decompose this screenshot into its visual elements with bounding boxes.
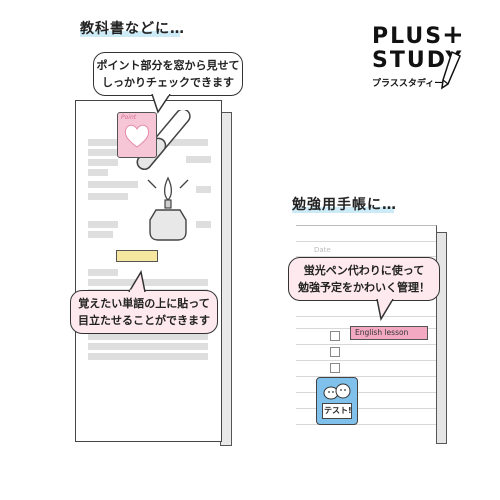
callout-line: 目立たせることができます bbox=[78, 314, 210, 327]
planner-line bbox=[296, 376, 436, 377]
text-line bbox=[88, 343, 208, 350]
text-line bbox=[88, 149, 128, 156]
text-line bbox=[186, 156, 211, 163]
planner-checkbox bbox=[330, 363, 340, 373]
text-line bbox=[88, 231, 113, 238]
planner-checkbox bbox=[330, 347, 340, 357]
text-line bbox=[88, 181, 138, 188]
callout-tail bbox=[151, 94, 171, 114]
callout-line: ポイント部分を窓から見せて bbox=[96, 59, 240, 72]
test-label: テスト! bbox=[324, 406, 352, 415]
planner-line bbox=[296, 392, 436, 393]
test-label-box: テスト! bbox=[322, 403, 352, 419]
cartoon-characters-icon bbox=[323, 383, 351, 400]
text-line bbox=[196, 221, 211, 228]
text-line bbox=[88, 279, 208, 286]
heading-highlight bbox=[80, 31, 180, 37]
callout-line: 蛍光ペン代わりに使って bbox=[303, 264, 425, 277]
callout-bubble-planner: 蛍光ペン代わりに使って 勉強予定をかわいく管理！ bbox=[288, 257, 440, 301]
section1-heading: 教科書などに… bbox=[80, 21, 185, 37]
callout-line: しっかりチェックできます bbox=[102, 76, 234, 89]
heart-window-icon bbox=[124, 124, 150, 148]
yellow-highlight-sticker bbox=[116, 250, 158, 262]
callout-tail bbox=[128, 270, 146, 292]
callout-line: 覚えたい単語の上に貼って bbox=[78, 297, 210, 310]
planner-line bbox=[296, 241, 436, 242]
section2-heading: 勉強用手帳に… bbox=[292, 197, 397, 213]
text-line bbox=[88, 169, 108, 176]
planner-line bbox=[296, 316, 436, 317]
logo-plus: PLUS bbox=[372, 24, 444, 49]
sticker-label: Point bbox=[121, 114, 137, 121]
test-sticker: テスト! bbox=[316, 377, 358, 425]
text-line bbox=[88, 353, 208, 360]
text-line bbox=[88, 159, 118, 166]
plus-study-logo: PLUS + STUDY プラススタディー bbox=[372, 20, 464, 104]
planner-line bbox=[296, 408, 436, 409]
planner-line bbox=[296, 344, 436, 345]
callout-bubble-window: ポイント部分を窓から見せて しっかりチェックできます bbox=[93, 52, 243, 96]
text-line bbox=[196, 186, 211, 193]
text-line bbox=[88, 193, 128, 200]
pink-window-sticker: Point bbox=[117, 112, 157, 158]
date-label: Date bbox=[314, 246, 331, 254]
planner-checkbox bbox=[330, 331, 340, 341]
text-line bbox=[88, 333, 208, 340]
callout-line: 勉強予定をかわいく管理！ bbox=[298, 281, 430, 294]
logo-plus-sign: + bbox=[442, 20, 466, 50]
english-lesson-label: English lesson bbox=[355, 328, 409, 337]
planner-line bbox=[296, 360, 436, 361]
text-line bbox=[88, 269, 118, 276]
heading-highlight bbox=[292, 207, 394, 213]
callout-bubble-word: 覚えたい単語の上に貼って 目立たせることができます bbox=[70, 290, 218, 334]
alcohol-lamp-icon bbox=[147, 176, 189, 241]
callout-tail bbox=[376, 299, 394, 321]
logo-subtitle: プラススタディー bbox=[372, 79, 444, 89]
pencil-icon bbox=[441, 50, 461, 90]
planner-line bbox=[296, 424, 436, 425]
english-lesson-tag: English lesson bbox=[350, 326, 428, 340]
text-line bbox=[88, 221, 118, 228]
planner-line bbox=[296, 256, 436, 257]
